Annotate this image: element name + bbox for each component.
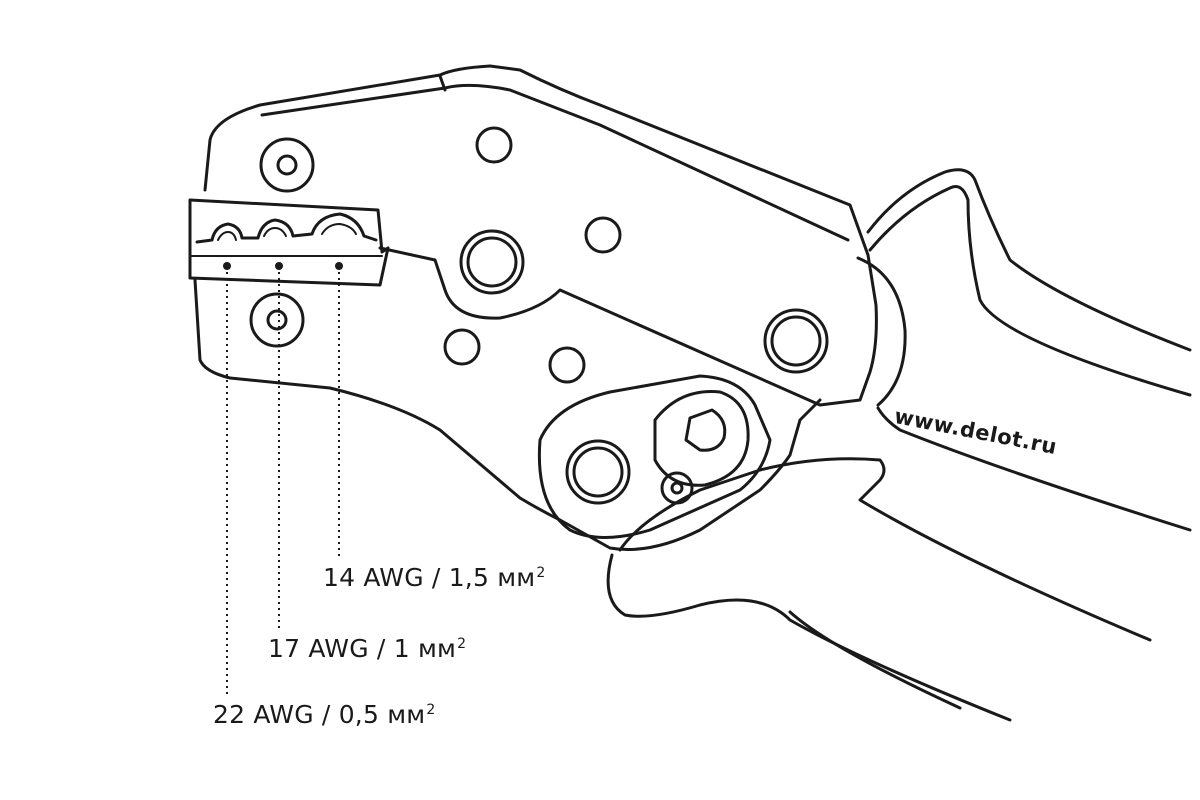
upper-handle — [866, 168, 1192, 352]
die-marker-22 — [223, 262, 231, 270]
ratchet-cam — [684, 408, 727, 452]
die-profile — [195, 212, 378, 244]
callout-17-awg: 17 AWG / 1 мм2 — [268, 634, 466, 663]
pivot-right-inner — [770, 315, 822, 367]
callout-22-text: 22 AWG / 0,5 мм — [213, 700, 426, 729]
callout-22-sup: 2 — [426, 701, 436, 718]
pivot-lower-left — [249, 292, 305, 348]
upper-handle-bottom — [876, 406, 1192, 532]
ratchet-screw — [660, 471, 694, 505]
main-pivot-inner — [466, 236, 518, 288]
link-pivot — [565, 439, 631, 505]
main-pivot — [459, 229, 525, 295]
callout-17-sup: 2 — [457, 635, 467, 652]
lower-handle-edge — [788, 610, 962, 710]
upper-handle-inner — [868, 185, 1192, 397]
upper-jaw-ridge — [260, 83, 850, 242]
pivot-top-left — [259, 137, 315, 193]
hole-lower-2 — [548, 346, 586, 384]
housing-curve — [856, 256, 907, 407]
hole-lower-1 — [443, 328, 481, 366]
upper-jaw-ridge-2 — [438, 74, 447, 92]
pivot-top-left-inner — [276, 154, 298, 176]
die-marker-14 — [335, 262, 343, 270]
ratchet-disc — [653, 390, 750, 487]
lower-handle-grip — [606, 553, 1012, 722]
callout-22-awg: 22 AWG / 0,5 мм2 — [213, 700, 435, 729]
hole-top — [475, 126, 513, 164]
upper-jaw-outline — [203, 64, 878, 407]
callout-17-text: 17 AWG / 1 мм — [268, 634, 457, 663]
ratchet-screw-inner — [670, 481, 684, 495]
lower-jaw-outline — [193, 278, 822, 552]
callout-14-sup: 2 — [536, 564, 546, 581]
pivot-lower-left-inner — [266, 309, 288, 331]
link-pivot-inner — [572, 446, 624, 498]
callout-14-text: 14 AWG / 1,5 мм — [323, 563, 536, 592]
callout-14-awg: 14 AWG / 1,5 мм2 — [323, 563, 545, 592]
die-marker-17 — [275, 262, 283, 270]
pivot-right — [763, 308, 829, 374]
die-profile-inner — [217, 223, 357, 241]
die-block — [188, 198, 390, 287]
lower-handle — [618, 457, 1152, 642]
hole-middle — [584, 216, 622, 254]
